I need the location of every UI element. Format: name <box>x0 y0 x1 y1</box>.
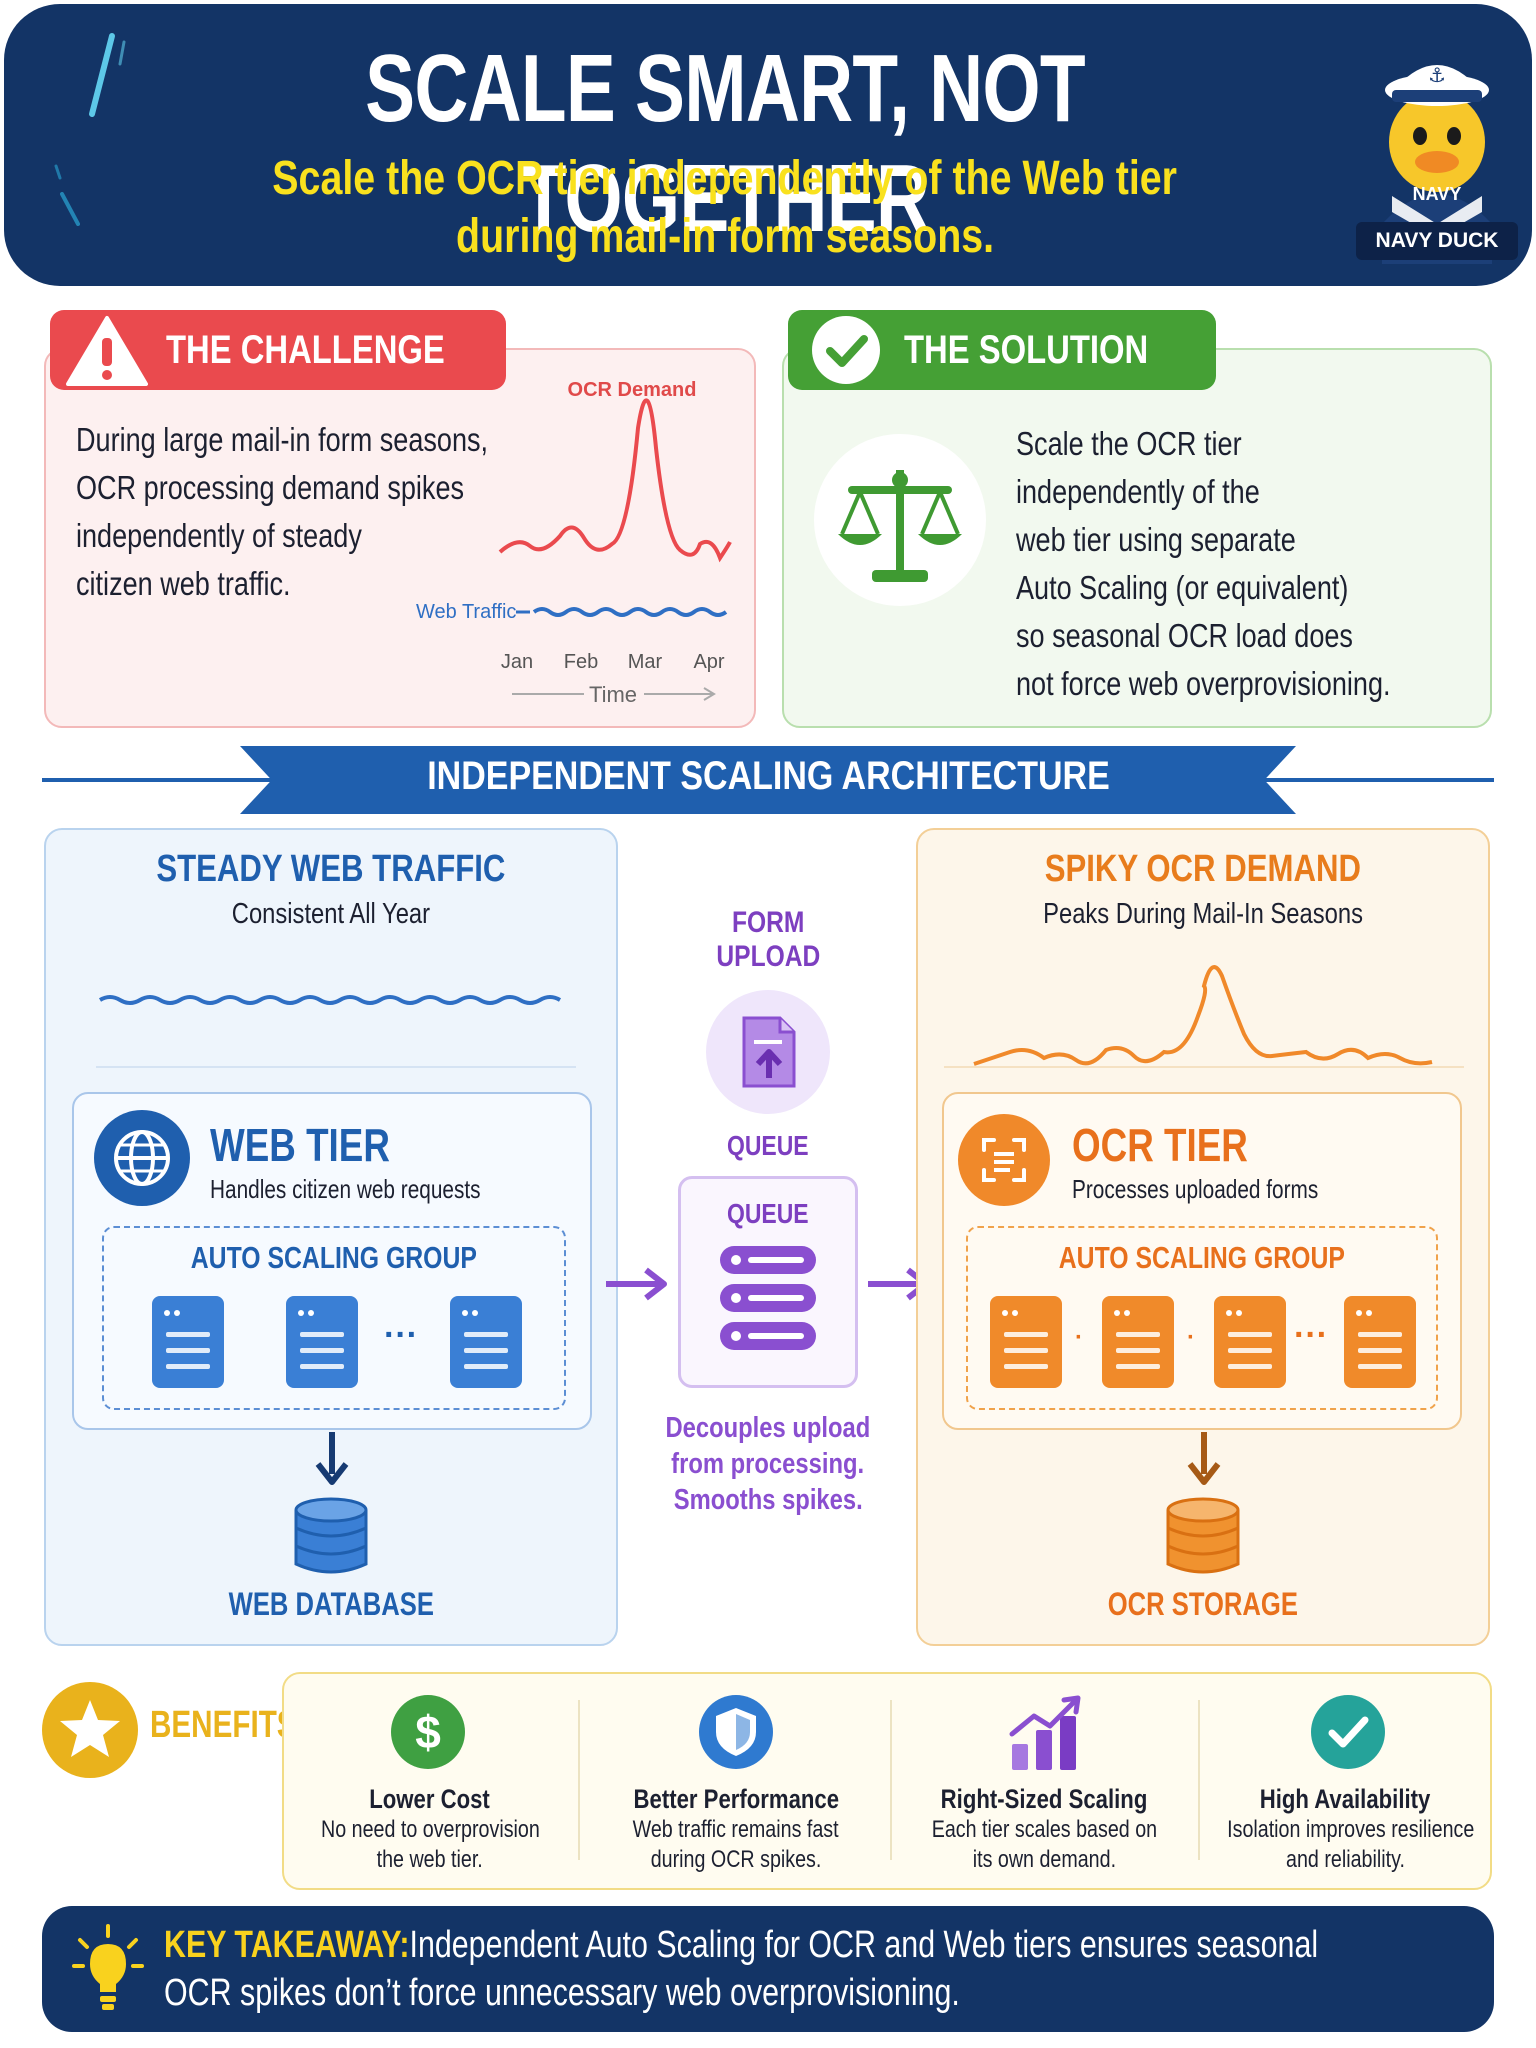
web-traffic-line <box>532 607 728 617</box>
benefit-divider <box>890 1700 892 1860</box>
ocr-tier-title: OCR TIER <box>1072 1119 1248 1171</box>
ocr-storage-label: OCR STORAGE <box>1107 1586 1299 1622</box>
checkmark-icon <box>1311 1695 1385 1769</box>
page-title: SCALE SMART, NOT TOGETHER <box>365 35 1085 252</box>
takeaway-line-2: OCR spikes don’t force unnecessary web o… <box>164 1972 960 2014</box>
architecture-banner <box>240 746 1296 814</box>
queue-stack-icon <box>720 1246 816 1350</box>
ocr-divider <box>944 1066 1464 1068</box>
takeaway-line-1: KEY TAKEAWAY: Independent Auto Scaling f… <box>164 1922 1536 1968</box>
solution-text: Scale the OCR tier independently of the … <box>1016 425 1391 702</box>
key-takeaway-banner <box>42 1906 1494 2032</box>
svg-text:$: $ <box>415 1706 441 1758</box>
web-server-1 <box>152 1296 224 1388</box>
challenge-demand-chart: OCR Demand Web Traffic Jan Feb Mar Apr T… <box>416 379 732 707</box>
web-down-arrow <box>315 1432 349 1485</box>
arrow-web-to-queue <box>606 1267 667 1301</box>
ocr-demand-line <box>498 398 732 563</box>
architecture-title: INDEPENDENT SCALING ARCHITECTURE <box>426 754 1110 798</box>
decorative-streaks <box>54 33 126 226</box>
ocr-server-4 <box>1344 1296 1416 1388</box>
header-banner <box>4 4 1532 286</box>
month-jan: Jan <box>501 651 533 673</box>
web-traffic-label: Web Traffic <box>416 601 516 623</box>
benefit-item-high-availability: High Availability Isolation improves res… <box>1227 1784 1475 1873</box>
steady-traffic-line <box>98 995 562 1005</box>
navy-duck-mascot: ⚓ NAVY NAVY DUCK <box>1352 24 1522 264</box>
benefit-divider <box>1198 1700 1200 1860</box>
takeaway-key: KEY TAKEAWAY: <box>164 1924 410 1966</box>
spiky-ocr-demand-line <box>973 965 1433 1066</box>
page-subtitle: Scale the OCR tier independently of the … <box>272 152 1178 263</box>
star-icon <box>42 1682 138 1778</box>
web-server-3 <box>450 1296 522 1388</box>
dollar-icon: $ <box>391 1695 465 1769</box>
web-database-icon <box>294 1497 368 1574</box>
scan-document-icon <box>958 1114 1050 1206</box>
web-database-label: WEB DATABASE <box>228 1586 434 1622</box>
queue-box <box>678 1176 858 1388</box>
balance-scale-icon <box>814 434 986 606</box>
form-upload-label: FORM UPLOAD <box>716 906 820 973</box>
web-heading: STEADY WEB TRAFFIC <box>156 848 506 890</box>
ocr-heading: SPIKY OCR DEMAND <box>1044 848 1362 890</box>
web-auto-scaling-group <box>102 1226 566 1410</box>
check-circle-icon <box>812 316 880 384</box>
month-apr: Apr <box>693 651 724 673</box>
challenge-label: THE CHALLENGE <box>166 327 445 372</box>
warning-icon <box>66 316 148 386</box>
time-axis-label: Time <box>589 682 637 707</box>
benefit-item-lower-cost: Lower Cost No need to overprovision the … <box>320 1784 540 1873</box>
web-server-2 <box>286 1296 358 1388</box>
challenge-panel <box>44 348 756 728</box>
solution-tab: THE SOLUTION <box>788 310 1216 390</box>
ocr-server-2 <box>1102 1296 1174 1388</box>
web-tier-title: WEB TIER <box>210 1119 390 1171</box>
benefits-label: BENEFITS <box>150 1704 297 1746</box>
web-subheading: Consistent All Year <box>231 898 431 930</box>
ocr-server-3 <box>1214 1296 1286 1388</box>
benefit-item-right-sized-scaling: Right-Sized Scaling Each tier scales bas… <box>931 1784 1157 1873</box>
shield-icon <box>699 1695 773 1769</box>
ocr-asg-label: AUTO SCALING GROUP <box>1058 1240 1346 1275</box>
ocr-demand-label: OCR Demand <box>568 379 697 401</box>
ocr-sep-1: · <box>1075 1324 1083 1351</box>
month-mar: Mar <box>628 651 663 673</box>
duck-cap-text: NAVY <box>1412 184 1462 204</box>
month-feb: Feb <box>564 651 598 673</box>
benefits-panel <box>282 1672 1492 1890</box>
ocr-auto-scaling-group <box>966 1226 1438 1410</box>
queue-label-box: QUEUE <box>727 1198 809 1229</box>
ocr-sep-2: · <box>1187 1324 1195 1351</box>
ocr-subheading: Peaks During Mail-In Seasons <box>1043 898 1363 930</box>
queue-note: Decouples upload from processing. Smooth… <box>665 1412 871 1516</box>
svg-text:⚓: ⚓ <box>1428 63 1446 87</box>
web-servers-ellipsis: ··· <box>384 1316 418 1354</box>
ocr-servers-ellipsis: ··· <box>1294 1316 1328 1354</box>
challenge-text: During large mail-in form seasons, OCR p… <box>76 421 489 602</box>
globe-icon <box>94 1110 190 1206</box>
takeaway-text-1: Independent Auto Scaling for OCR and Web… <box>409 1924 1319 1966</box>
challenge-tab: THE CHALLENGE <box>50 310 506 390</box>
lightbulb-icon <box>72 1924 144 2010</box>
ocr-storage-icon <box>1166 1497 1240 1574</box>
benefit-divider <box>578 1700 580 1860</box>
web-tier-desc: Handles citizen web requests <box>210 1174 481 1204</box>
benefit-item-better-performance: Better Performance Web traffic remains f… <box>632 1784 839 1873</box>
solution-label: THE SOLUTION <box>904 327 1149 372</box>
queue-label-top: QUEUE <box>727 1130 809 1161</box>
ocr-server-1 <box>990 1296 1062 1388</box>
duck-badge-label: NAVY DUCK <box>1356 222 1518 260</box>
growth-chart-icon <box>1009 1695 1081 1770</box>
form-upload-icon <box>706 990 830 1114</box>
web-asg-label: AUTO SCALING GROUP <box>190 1240 478 1275</box>
ocr-tier-desc: Processes uploaded forms <box>1072 1174 1319 1204</box>
web-divider <box>96 1066 576 1068</box>
ocr-down-arrow <box>1187 1432 1221 1485</box>
